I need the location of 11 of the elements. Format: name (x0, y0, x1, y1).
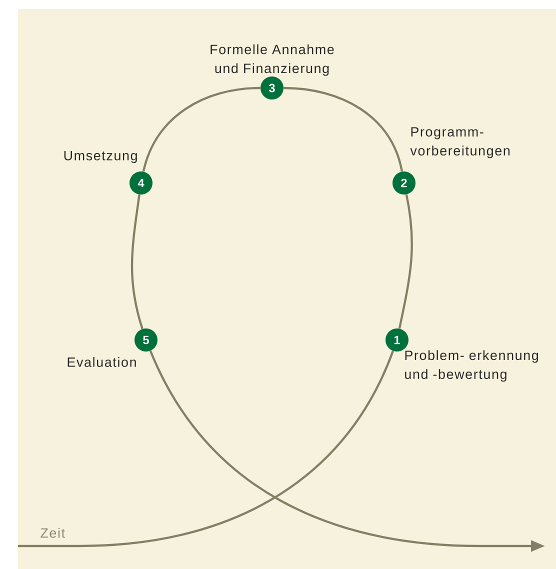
curve-line (130, 194, 144, 330)
step-label: Umsetzung (64, 150, 137, 164)
step-label: Programm- vorbereitungen (410, 127, 510, 158)
curve-line (142, 86, 260, 172)
step-label: Problem- erkennung und -bewertung (405, 350, 538, 382)
curve-line (18, 350, 394, 548)
axis-label: Zeit (40, 528, 65, 538)
curve-line (284, 86, 404, 172)
step-label: Evaluation (68, 357, 136, 367)
step-label: Formelle Annahme und Finanzierung (210, 44, 334, 76)
curve-line (398, 194, 413, 329)
